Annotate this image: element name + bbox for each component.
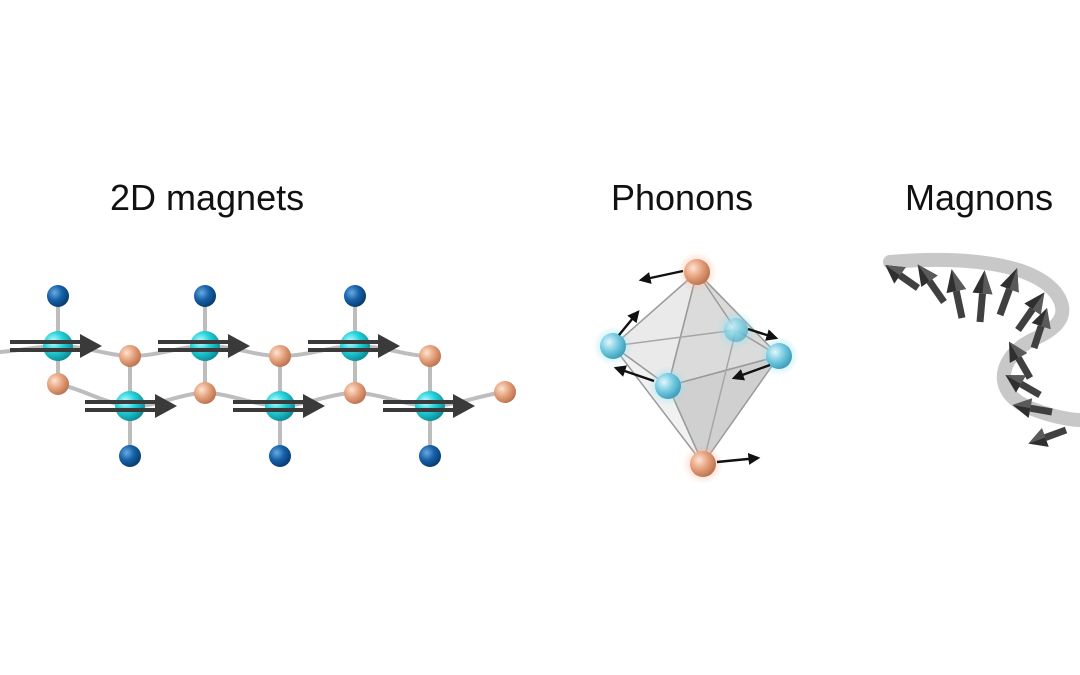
panel-title-magnons: Magnons bbox=[905, 177, 1054, 218]
phonon-atom-cyan bbox=[648, 366, 688, 406]
magnon-spins bbox=[885, 264, 1068, 447]
phonon-atom-cyan bbox=[759, 336, 799, 376]
magnetic-atom bbox=[415, 391, 445, 421]
magnetic-atom bbox=[340, 331, 370, 361]
phonon-atom-cyan bbox=[716, 310, 756, 350]
linker-atom bbox=[419, 345, 441, 367]
spin-arrow-icon bbox=[972, 270, 993, 323]
ligand-atom bbox=[344, 285, 366, 307]
panel-title-phonons: Phonons bbox=[611, 177, 754, 218]
ligand-atom bbox=[119, 445, 141, 467]
linker-atom bbox=[194, 382, 216, 404]
linker-atom bbox=[47, 373, 69, 395]
spin-arrow-icon bbox=[308, 334, 400, 358]
spin-arrow-icon bbox=[158, 334, 250, 358]
displacement-arrow-icon bbox=[613, 365, 655, 383]
spin-arrow-icon bbox=[1012, 398, 1053, 419]
phonon-octahedron bbox=[593, 252, 799, 484]
spin-arrow-icon bbox=[233, 394, 325, 418]
2d-magnet-lattice bbox=[0, 285, 516, 467]
magnetic-atom bbox=[43, 331, 73, 361]
spin-arrow-icon bbox=[1015, 292, 1045, 333]
spin-arrow-icon bbox=[1009, 341, 1034, 380]
spin-arrow-icon bbox=[1028, 426, 1068, 447]
spin-arrow-icon bbox=[885, 265, 921, 291]
phonon-atom-orange bbox=[683, 444, 723, 484]
magnetic-atom bbox=[115, 391, 145, 421]
magnon-spin-wave bbox=[883, 252, 1080, 447]
magnetic-atom bbox=[265, 391, 295, 421]
octahedron-faces bbox=[611, 269, 781, 466]
spin-arrow-icon bbox=[1005, 375, 1042, 399]
ligand-atom bbox=[47, 285, 69, 307]
displacement-arrow-icon bbox=[716, 452, 761, 465]
spin-arrow-icon bbox=[996, 268, 1019, 317]
linker-atom bbox=[494, 381, 516, 403]
displacement-arrow-icon bbox=[747, 327, 779, 341]
phonon-atom-cyan bbox=[593, 326, 633, 366]
spin-arrow-icon bbox=[85, 394, 177, 418]
ligand-atom bbox=[269, 445, 291, 467]
linker-atom bbox=[344, 382, 366, 404]
phonon-atoms bbox=[593, 252, 799, 484]
phonon-displacement-arrows bbox=[613, 269, 779, 465]
spin-arrow-icon bbox=[10, 334, 102, 358]
displacement-arrow-icon bbox=[731, 363, 771, 381]
linker-atom bbox=[119, 345, 141, 367]
displacement-arrow-icon bbox=[618, 310, 640, 336]
ligand-atom bbox=[194, 285, 216, 307]
lattice-atoms bbox=[43, 285, 516, 467]
spin-arrow-icon bbox=[946, 269, 967, 319]
lattice-bonds bbox=[0, 294, 507, 458]
spin-arrow-icon bbox=[917, 264, 947, 305]
magnetic-atom bbox=[190, 331, 220, 361]
lattice-spins bbox=[10, 334, 475, 418]
spin-arrow-icon bbox=[383, 394, 475, 418]
spin-arrow-icon bbox=[1030, 308, 1051, 350]
phonon-atom-orange bbox=[677, 252, 717, 292]
linker-atom bbox=[269, 345, 291, 367]
panel-title-2d-magnets: 2D magnets bbox=[110, 177, 305, 218]
displacement-arrow-icon bbox=[638, 269, 684, 284]
ligand-atom bbox=[419, 445, 441, 467]
